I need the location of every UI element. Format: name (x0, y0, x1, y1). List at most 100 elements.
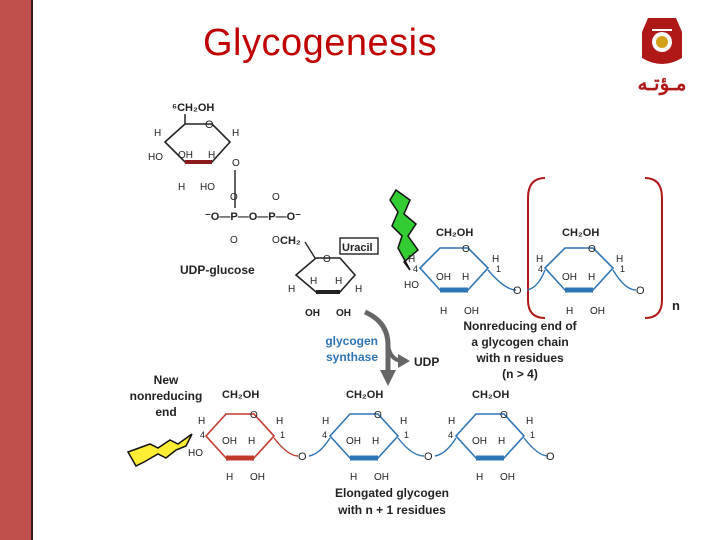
reaction-arrow: glycogen synthase UDP (325, 309, 439, 386)
svg-text:OH: OH (222, 436, 237, 447)
svg-text:HO: HO (404, 280, 419, 291)
svg-text:CH₂OH: CH₂OH (346, 389, 383, 401)
svg-text:Nonreducing end of: Nonreducing end of (463, 319, 577, 333)
uracil-box (339, 237, 379, 255)
svg-text:Uracil: Uracil (342, 242, 373, 254)
svg-text:O: O (323, 254, 331, 265)
svg-text:OH: OH (464, 306, 479, 317)
svg-text:H: H (372, 436, 379, 447)
svg-text:O: O (513, 285, 522, 297)
svg-text:H: H (566, 306, 573, 317)
svg-text:H: H (154, 128, 161, 139)
svg-text:H: H (178, 182, 185, 193)
elongated-chain: CH₂OH O H 4 HO OH H H 1 H OH O CH₂OH O H… (188, 389, 555, 483)
new-end-label: New nonreducing end (130, 373, 203, 419)
svg-text:H: H (226, 472, 233, 483)
svg-text:O: O (205, 119, 214, 131)
svg-text:OH: OH (336, 308, 351, 319)
svg-text:O: O (272, 192, 280, 203)
svg-text:OH: OH (250, 472, 265, 483)
svg-text:⁻O—P—O—P—O⁻: ⁻O—P—O—P—O⁻ (205, 211, 301, 223)
green-bolt-icon (389, 188, 420, 271)
svg-text:4: 4 (322, 430, 327, 440)
svg-text:CH₂: CH₂ (280, 235, 301, 247)
svg-text:H: H (476, 472, 483, 483)
svg-text:(n > 4): (n > 4) (502, 367, 538, 381)
svg-text:H: H (198, 416, 205, 427)
svg-text:H: H (462, 272, 469, 283)
svg-text:HO: HO (188, 448, 203, 459)
svg-text:⁶CH₂OH: ⁶CH₂OH (172, 102, 214, 114)
svg-text:H: H (335, 276, 342, 287)
svg-text:H: H (492, 254, 499, 265)
udp-product: UDP (414, 355, 439, 369)
svg-text:H: H (355, 284, 362, 295)
svg-text:1: 1 (496, 264, 501, 274)
svg-text:HO: HO (200, 182, 215, 193)
svg-text:OH: OH (500, 472, 515, 483)
svg-text:with n residues: with n residues (475, 351, 564, 365)
svg-text:O: O (374, 410, 382, 421)
enzyme-name-line1: glycogen (325, 334, 378, 348)
svg-text:O: O (462, 244, 470, 255)
svg-text:OH: OH (305, 308, 320, 319)
svg-text:with n + 1 residues: with n + 1 residues (337, 503, 446, 517)
svg-text:H: H (350, 472, 357, 483)
svg-text:OH: OH (178, 150, 193, 161)
svg-text:4: 4 (538, 264, 543, 274)
svg-text:O: O (230, 192, 238, 203)
svg-text:1: 1 (280, 430, 285, 440)
university-logo: مـؤتـه (637, 18, 687, 96)
svg-text:H: H (448, 416, 455, 427)
svg-text:OH: OH (472, 436, 487, 447)
svg-text:OH: OH (562, 272, 577, 283)
chain-label: Nonreducing end of a glycogen chain with… (463, 319, 577, 381)
svg-text:Elongated glycogen: Elongated glycogen (335, 486, 449, 500)
svg-text:1: 1 (530, 430, 535, 440)
svg-text:O: O (272, 235, 280, 246)
svg-text:OH: OH (436, 272, 451, 283)
svg-text:OH: OH (590, 306, 605, 317)
svg-text:CH₂OH: CH₂OH (436, 227, 473, 239)
svg-text:O: O (298, 451, 307, 463)
elongated-label: Elongated glycogen with n + 1 residues (335, 486, 449, 517)
svg-text:H: H (288, 284, 295, 295)
svg-text:H: H (408, 254, 415, 265)
svg-text:4: 4 (200, 430, 205, 440)
glycogen-chain: CH₂OH O H 4 HO OH H H 1 H OH O CH₂OH O H… (404, 227, 645, 317)
enzyme-name-line2: synthase (326, 350, 378, 364)
svg-text:H: H (208, 150, 215, 161)
repeat-n-label: n (672, 298, 680, 313)
yellow-bolt-icon (126, 433, 193, 467)
svg-text:H: H (536, 254, 543, 265)
svg-text:H: H (322, 416, 329, 427)
svg-text:OH: OH (374, 472, 389, 483)
svg-text:O: O (230, 235, 238, 246)
svg-text:O: O (232, 158, 240, 169)
svg-text:H: H (498, 436, 505, 447)
svg-text:H: H (400, 416, 407, 427)
svg-text:O: O (588, 244, 596, 255)
svg-text:O: O (636, 285, 645, 297)
svg-text:H: H (276, 416, 283, 427)
left-accent-bar (0, 0, 33, 540)
udp-glucose-label: UDP-glucose (180, 263, 255, 277)
svg-text:O: O (500, 410, 508, 421)
svg-text:4: 4 (413, 264, 418, 274)
svg-text:H: H (526, 416, 533, 427)
svg-text:H: H (248, 436, 255, 447)
svg-text:4: 4 (448, 430, 453, 440)
svg-text:H: H (440, 306, 447, 317)
logo-text: مـؤتـه (637, 73, 686, 96)
svg-text:CH₂OH: CH₂OH (472, 389, 509, 401)
svg-text:CH₂OH: CH₂OH (222, 389, 259, 401)
svg-text:H: H (616, 254, 623, 265)
svg-text:New: New (154, 373, 179, 387)
udp-glucose-structure: ⁶CH₂OH O H HO OH H H H HO O ⁻O—P—O—P—O⁻ … (148, 102, 379, 319)
svg-text:1: 1 (404, 430, 409, 440)
svg-text:H: H (310, 276, 317, 287)
right-bracket (644, 177, 663, 319)
svg-text:OH: OH (346, 436, 361, 447)
left-bracket (527, 177, 546, 319)
